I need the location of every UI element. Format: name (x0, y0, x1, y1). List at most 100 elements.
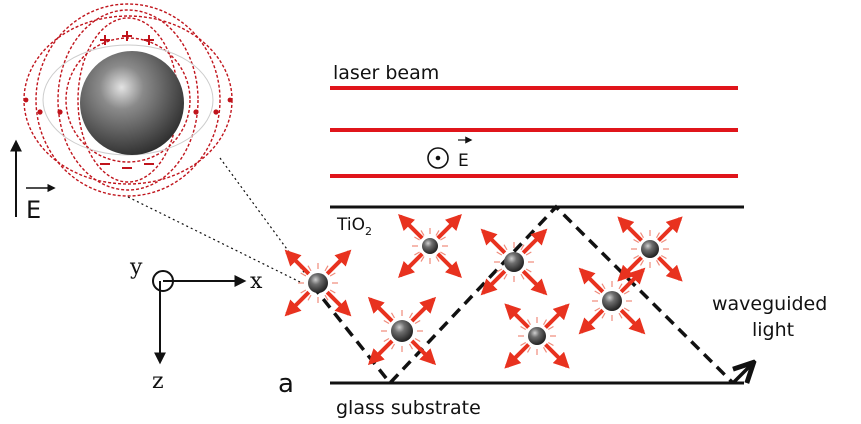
scatter-halo-ray (520, 325, 527, 331)
metal-nanoparticle-icon (391, 320, 413, 342)
scatter-arrow-icon (521, 269, 548, 296)
scatter-halo-ray (420, 256, 425, 262)
scatter-halo-ray (520, 244, 525, 251)
scatter-arrow-icon (578, 308, 605, 335)
scatter-arrow-icon (325, 290, 352, 317)
scatter-arrow-icon (619, 267, 646, 294)
scatter-halo-ray (408, 312, 414, 319)
scatter-halo-ray (542, 346, 548, 353)
surface-charges (100, 31, 154, 169)
waveguided-label-line2: light (752, 319, 794, 341)
scatter-halo-ray (633, 238, 640, 244)
scatter-halo-ray (300, 272, 307, 277)
scatter-halo-ray (300, 289, 307, 294)
laser-beam-lines (330, 86, 738, 178)
laser-beam-label: laser beam (333, 62, 439, 84)
scatter-halo-ray (496, 251, 503, 256)
scatter-halo-ray (324, 294, 329, 301)
scatter-arrow-icon (436, 252, 462, 278)
metal-nanoparticle-icon (504, 252, 524, 272)
scatter-arrow-icon (657, 216, 683, 242)
scatter-halo-ray (383, 337, 390, 343)
scatter-halo-ray (594, 290, 601, 295)
scatter-arrow-icon (410, 296, 437, 323)
scattering-particle (578, 267, 646, 335)
scatter-halo-ray (601, 312, 606, 319)
scatter-halo-ray (633, 254, 640, 260)
scattering-particle (398, 214, 462, 278)
metal-nanoparticle-icon (308, 273, 328, 293)
scatter-halo-ray (420, 230, 425, 236)
scattering-particle (367, 296, 437, 366)
scatter-arrow-icon (367, 296, 394, 323)
tio2-label: TiO2 (336, 215, 372, 238)
field-line-faint (42, 44, 214, 156)
scatter-halo-ray (520, 341, 527, 347)
scatter-halo-ray (414, 337, 421, 343)
coordinate-axes: y x z (129, 255, 263, 394)
circle-dot-icon (427, 147, 449, 169)
scatter-halo-ray (390, 343, 396, 350)
scatter-halo-ray (520, 273, 525, 280)
scatter-arrow-icon (521, 228, 548, 255)
field-direction-marks (23, 97, 233, 115)
scatter-halo-ray (414, 251, 420, 256)
scatter-halo-ray (655, 232, 661, 239)
scatter-halo-ray (594, 307, 601, 312)
scatter-arrow-icon (325, 249, 352, 276)
scatter-arrow-icon (410, 339, 437, 366)
field-line (35, 3, 221, 197)
waveguided-arrow-icon (731, 364, 752, 385)
scatter-halo-ray (526, 346, 532, 353)
scatter-arrow-icon (544, 343, 570, 369)
waveguided-label-line1: waveguided (712, 293, 827, 315)
metal-nanoparticle-icon (641, 240, 659, 258)
scatter-halo-ray (383, 319, 390, 325)
scatter-arrow-icon (617, 216, 643, 242)
scatter-halo-ray (618, 283, 623, 290)
metal-nanoparticle-icon (528, 327, 546, 345)
scatter-halo-ray (503, 244, 508, 251)
scatter-arrow-icon (504, 343, 530, 369)
scatter-arrow-icon (619, 308, 646, 335)
waveguided-path (310, 204, 735, 386)
scatter-halo-ray (618, 312, 623, 319)
scattering-particle (504, 303, 570, 369)
scatter-halo-ray (525, 251, 532, 256)
scatter-halo-ray (329, 272, 336, 277)
scatter-halo-ray (660, 238, 667, 244)
scatter-arrow-icon (578, 267, 605, 294)
field-line (57, 9, 199, 191)
scatter-arrow-icon (398, 252, 424, 278)
scatter-arrow-icon (657, 256, 683, 282)
scatter-arrow-icon (284, 249, 311, 276)
inset-e-label: E (26, 196, 41, 224)
scatter-halo-ray (623, 290, 630, 295)
scatter-halo-ray (526, 319, 532, 326)
scatter-arrow-icon (284, 290, 311, 317)
metal-nanoparticle-icon (602, 291, 622, 311)
scattering-particle (480, 228, 548, 296)
scatter-halo-ray (435, 230, 440, 236)
scatter-halo-ray (542, 319, 548, 326)
scatter-halo-ray (307, 265, 312, 272)
scatter-halo-ray (390, 312, 396, 319)
scattering-particle (284, 249, 352, 317)
scatter-halo-ray (601, 283, 606, 290)
e-field-label: E (458, 151, 469, 171)
scatter-halo-ray (623, 307, 630, 312)
scatter-halo-ray (639, 232, 645, 239)
scatter-halo-ray (414, 319, 421, 325)
zoom-guide-line (127, 196, 301, 283)
scatter-arrow-icon (480, 228, 507, 255)
scatter-halo-ray (307, 294, 312, 301)
scatter-arrow-icon (398, 214, 424, 240)
glass-substrate-label: glass substrate (336, 397, 481, 419)
scatter-halo-ray (547, 341, 554, 347)
scattering-nanoparticles (284, 214, 683, 369)
scatter-halo-ray (660, 254, 667, 260)
scatter-halo-ray (440, 236, 446, 241)
scatter-arrow-icon (544, 303, 570, 329)
